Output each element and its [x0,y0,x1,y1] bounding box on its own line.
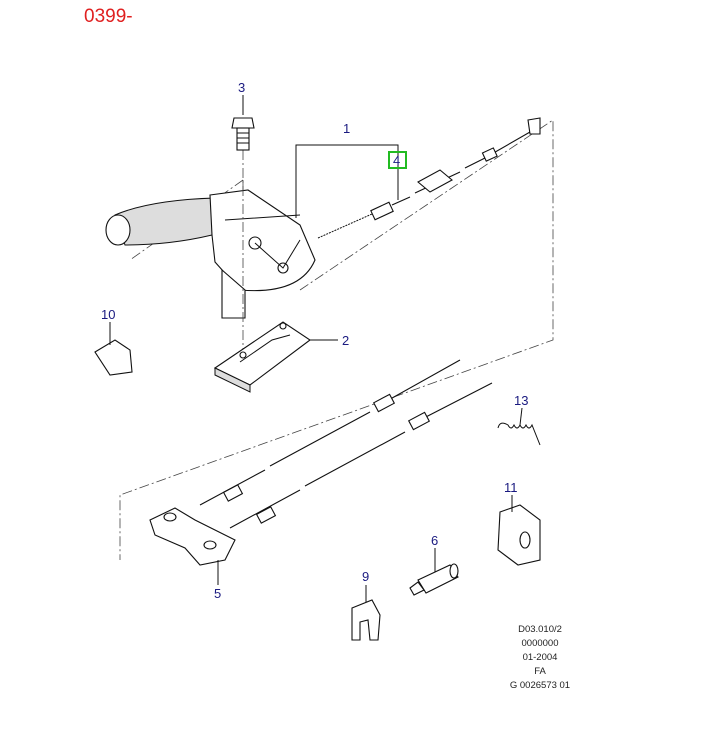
callout-10[interactable]: 10 [101,307,115,322]
reference-block: D03.010/2 0000000 01-2004 FA G 0026573 0… [490,623,590,693]
ref-date: 01-2004 [522,652,558,663]
pin-6 [409,548,459,596]
callout-2[interactable]: 2 [342,333,349,348]
ref-market: FA [534,666,546,677]
callout-1-leader [295,144,399,218]
callout-11[interactable]: 11 [504,480,518,495]
callout-6[interactable]: 6 [431,533,438,548]
diagram-title: 0399- [84,6,133,27]
ref-code: D03.010/2 [518,624,562,635]
equaliser [149,507,236,585]
clip-9 [351,585,381,641]
ref-drawing-id: G 0026573 01 [509,680,571,691]
callout-5[interactable]: 5 [214,586,221,601]
clip-11 [497,495,541,566]
spring-13 [497,407,541,446]
clip-10 [94,322,133,376]
rear-cables [199,359,493,529]
callout-4-highlight [388,151,407,169]
callout-1[interactable]: 1 [343,121,350,136]
handbrake-lever [105,189,316,319]
callout-9[interactable]: 9 [362,569,369,584]
ref-number: 0000000 [521,638,559,649]
bolt [231,95,255,151]
callout-13[interactable]: 13 [514,393,528,408]
callout-4[interactable]: 4 [393,153,400,168]
callout-3[interactable]: 3 [238,80,245,95]
lever-bracket [213,321,338,393]
front-cable [317,117,541,239]
